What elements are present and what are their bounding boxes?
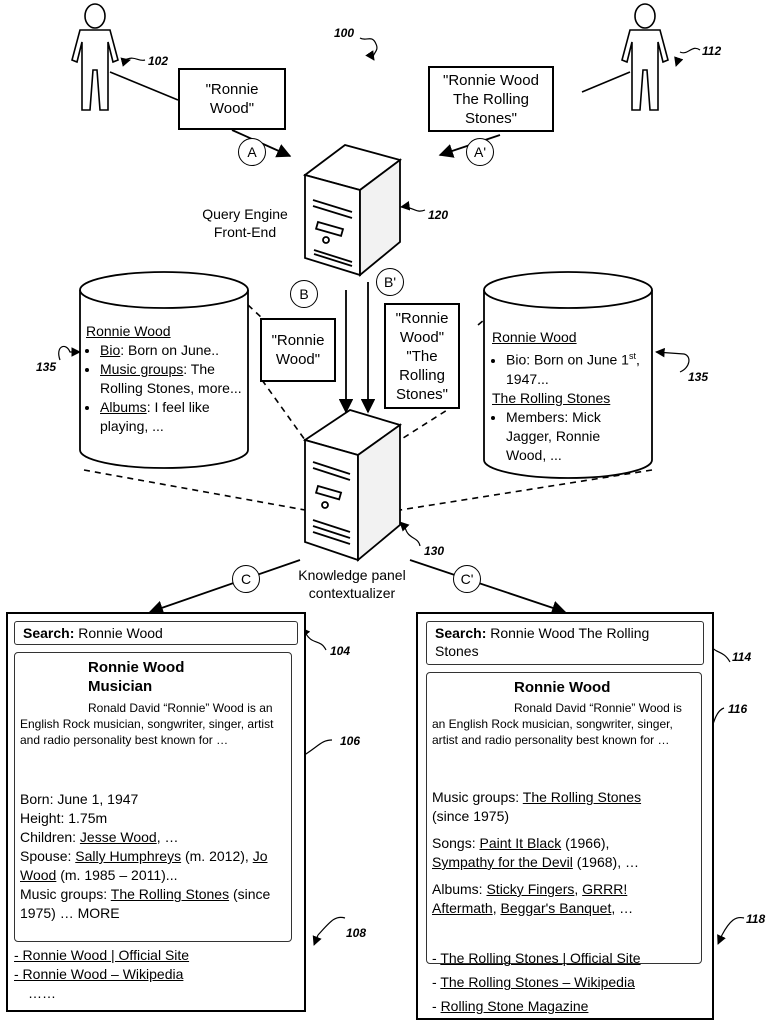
db-left-item: Albums: I feel like playing, ... <box>100 398 246 436</box>
db-left-item: Bio: Born on June.. <box>100 341 246 360</box>
user-left-connector <box>109 71 179 101</box>
contextualizer-server-icon <box>302 409 403 562</box>
user-right-connector <box>581 71 631 93</box>
fact-groups: Music groups: The Rolling Stones (since … <box>20 886 271 921</box>
search-query: Ronnie Wood <box>74 625 163 641</box>
link-rolling-stone-magazine[interactable]: Rolling Stone Magazine <box>440 998 589 1014</box>
user-left-icon <box>71 3 119 111</box>
db-left-content: Ronnie Wood Bio: Born on June.. Music gr… <box>86 322 246 436</box>
arrow-c <box>148 559 301 615</box>
step-a-prime: A' <box>466 138 494 166</box>
link-jo-wood[interactable]: Jo Wood <box>20 848 268 883</box>
info-card-left <box>14 652 292 942</box>
search-label: Search: <box>23 625 75 641</box>
link-sally-humphreys[interactable]: Sally Humphreys <box>75 848 182 864</box>
db-left-title: Ronnie Wood <box>86 323 171 339</box>
search-bar-right[interactable]: Search: Ronnie Wood The Rolling Stones <box>426 621 704 665</box>
link-wikipedia-left[interactable]: - Ronnie Wood – Wikipedia <box>14 966 184 982</box>
link-wikipedia-right[interactable]: The Rolling Stones – Wikipedia <box>440 974 635 990</box>
entity-name-left: Ronnie Wood Musician <box>88 659 185 695</box>
facts-left: Born: June 1, 1947 Height: 1.75m Childre… <box>20 790 290 923</box>
more-ellipsis: …… <box>28 985 56 1001</box>
entity-description-right: Ronald David “Ronnie” Wood is an English… <box>432 701 682 747</box>
query-engine-server-icon <box>302 144 403 277</box>
fact-born: Born: June 1, 1947 <box>20 791 139 807</box>
link-official-site-right[interactable]: The Rolling Stones | Official Site <box>440 950 641 966</box>
search-right-ref: 114 <box>732 650 752 664</box>
info-card-right <box>426 672 702 964</box>
link-grrr[interactable]: GRRR! <box>582 881 628 897</box>
search-bar-left[interactable]: Search: Ronnie Wood <box>14 621 298 645</box>
link-sympathy-for-the-devil[interactable]: Sympathy for the Devil <box>432 854 573 870</box>
fact-songs: Songs: Paint It Black (1966),Sympathy fo… <box>432 835 639 870</box>
contextualizer-label: Knowledge panel contextualizer <box>298 567 406 601</box>
link-rolling-stones[interactable]: The Rolling Stones <box>110 886 230 902</box>
user-left-ref: 102 <box>148 54 169 68</box>
step-b-prime: B' <box>376 268 404 296</box>
fact-spouse: Spouse: Sally Humphreys (m. 2012), Jo Wo… <box>20 848 268 883</box>
db-right-ref: 135 <box>688 370 709 384</box>
link-paint-it-black[interactable]: Paint It Black <box>479 835 562 851</box>
facts-right: Music groups: The Rolling Stones (since … <box>432 788 698 918</box>
fact-albums: Albums: Sticky Fingers, GRRR!Aftermath, … <box>432 881 634 916</box>
fact-height: Height: 1.75m <box>20 810 108 826</box>
dashed-connectors <box>83 304 653 511</box>
knowledge-base-left-icon <box>79 271 249 469</box>
contextualizer-ref: 130 <box>424 544 445 558</box>
figure-ref: 100 <box>334 26 355 40</box>
db-right-content: Ronnie Wood Bio: Born on June 1st, 1947.… <box>492 328 642 465</box>
query-engine-label: Query Engine Front-End <box>202 206 288 240</box>
link-aftermath[interactable]: Aftermath <box>432 900 493 916</box>
entity-name-right: Ronnie Wood <box>514 679 611 696</box>
links-left-ref: 108 <box>346 926 367 940</box>
search-label: Search: <box>435 625 487 641</box>
links-right: - The Rolling Stones | Official Site - T… <box>432 950 641 1014</box>
db-left-item: Music groups: The Rolling Stones, more..… <box>100 360 246 398</box>
entity-description-left: Ronald David “Ronnie” Wood is an English… <box>20 701 274 747</box>
link-official-site-left[interactable]: - Ronnie Wood | Official Site <box>14 947 190 963</box>
link-beggars-banquet[interactable]: Beggar's Banquet <box>500 900 612 916</box>
knowledge-base-right-icon <box>483 271 653 479</box>
links-right-ref: 118 <box>746 912 766 926</box>
fact-groups-right: Music groups: The Rolling Stones (since … <box>432 789 642 824</box>
links-left: - Ronnie Wood | Official Site - Ronnie W… <box>14 946 300 1003</box>
query-box-left: "Ronnie Wood" <box>178 68 286 130</box>
step-a: A <box>238 138 266 166</box>
link-jesse-wood[interactable]: Jesse Wood <box>79 829 157 845</box>
query-box-right: "Ronnie Wood The Rolling Stones" <box>428 66 554 132</box>
step-c: C <box>232 565 260 593</box>
search-query: Ronnie Wood The Rolling Stones <box>435 625 650 659</box>
card-left-ref: 106 <box>340 734 361 748</box>
db-right-members: Members: Mick Jagger, Ronnie Wood, ... <box>506 408 642 465</box>
db-right-bio: Bio: Born on June 1st, 1947... <box>506 347 642 389</box>
link-rolling-stones[interactable]: The Rolling Stones <box>522 789 642 805</box>
card-right-ref: 116 <box>728 702 748 716</box>
db-left-ref: 135 <box>36 360 57 374</box>
fact-children: Children: Jesse Wood, … <box>20 829 179 845</box>
db-right-title2: The Rolling Stones <box>492 389 611 406</box>
step-c-prime: C' <box>453 565 481 593</box>
step-b: B <box>290 280 318 308</box>
user-right-icon <box>621 3 669 111</box>
db-right-title1: Ronnie Wood <box>492 329 577 345</box>
arrow-c-prime <box>409 559 567 615</box>
forwarded-box-right: "Ronnie Wood" "The Rolling Stones" <box>384 303 460 409</box>
forwarded-box-left: "Ronnie Wood" <box>260 318 336 382</box>
entity-role-left: Musician <box>88 678 153 695</box>
link-sticky-fingers[interactable]: Sticky Fingers <box>486 881 575 897</box>
user-right-ref: 112 <box>702 44 722 58</box>
search-left-ref: 104 <box>330 644 351 658</box>
query-engine-ref: 120 <box>428 208 449 222</box>
